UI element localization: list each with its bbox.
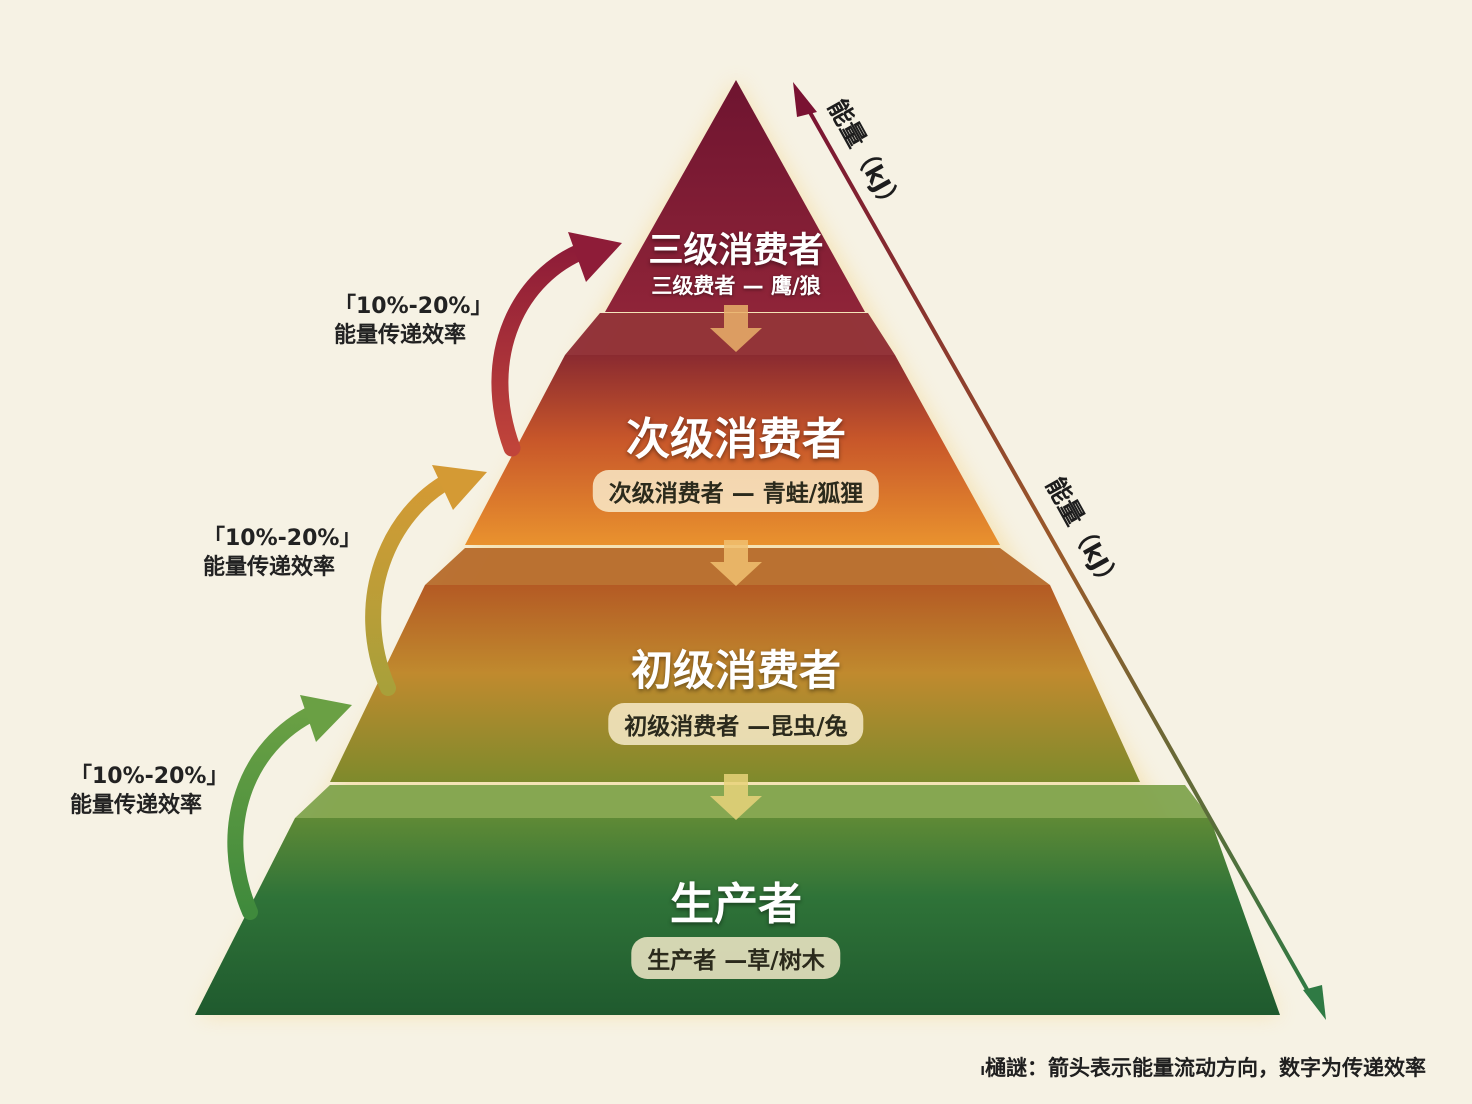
transfer-arrow-1 <box>227 695 352 920</box>
tier-producers-subtitle: 生产者 —草/树木 <box>631 937 841 979</box>
efficiency-note-middle: 「10%-20%」 能量传递效率 <box>203 524 361 582</box>
tier-producers-title: 生产者 <box>670 879 802 930</box>
flow-down-arrow-2 <box>710 540 762 586</box>
tier-tertiary-subtitle: 三级费者 — 鹰/狼 <box>651 274 821 298</box>
efficiency-text: 能量传递效率 <box>70 793 203 818</box>
efficiency-rate: 「10%-20%」 <box>70 764 229 789</box>
efficiency-rate: 「10%-20%」 <box>334 294 493 319</box>
energy-axis-arrow <box>793 82 1326 1020</box>
efficiency-note-bottom: 「10%-20%」 能量传递效率 <box>70 762 228 820</box>
efficiency-text: 能量传递效率 <box>334 323 467 348</box>
tier-secondary-subtitle: 次级消费者 — 青蛙/狐狸 <box>592 470 880 512</box>
efficiency-rate: 「10%-20%」 <box>203 526 362 551</box>
tier-tertiary-shape <box>605 80 865 312</box>
tier-tertiary-title: 三级消费者 <box>648 231 824 271</box>
transfer-arrow-2 <box>365 465 487 696</box>
tier-secondary-title: 次级消费者 <box>626 414 846 465</box>
transfer-arrow-3 <box>491 232 622 457</box>
flow-down-arrow-1 <box>710 305 762 352</box>
efficiency-text: 能量传递效率 <box>203 555 336 580</box>
flow-down-arrow-3 <box>710 774 762 820</box>
efficiency-note-top: 「10%-20%」 能量传递效率 <box>334 292 492 350</box>
tier-primary-subtitle: 初级消费者 —昆虫/兔 <box>608 703 864 745</box>
legend-footnote: ₗ樋謎：箭头表示能量流动方向，数字为传递效率 <box>980 1056 1426 1080</box>
tier-producers-shape <box>195 785 1280 1015</box>
tier-primary-title: 初级消费者 <box>630 646 842 695</box>
